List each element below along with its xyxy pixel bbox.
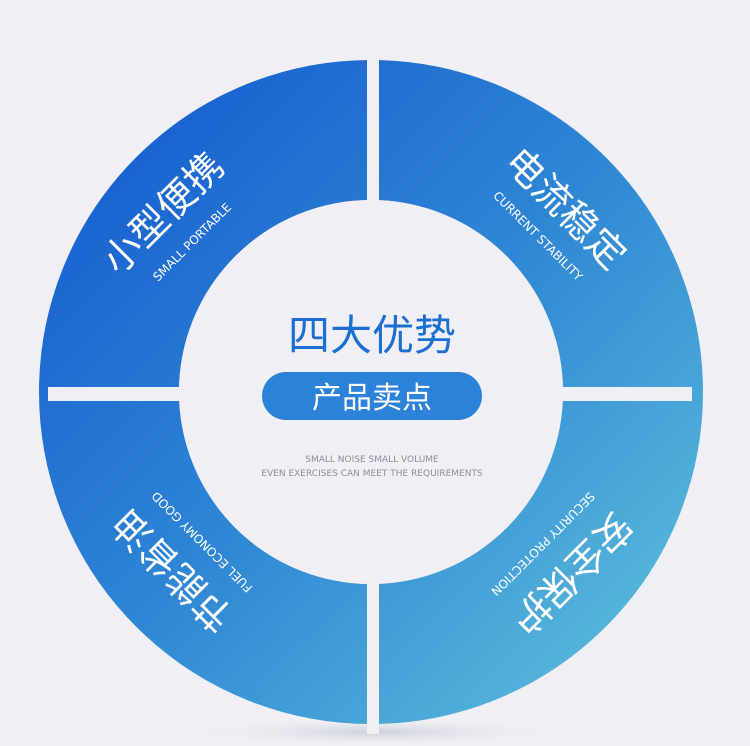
center-desc-line-2: EVEN EXERCISES CAN MEET THE REQUIREMENTS: [261, 469, 483, 479]
center-pill-label: 产品卖点: [312, 381, 432, 416]
divider-top: [367, 50, 379, 220]
center-pill: [262, 372, 482, 420]
divider-left: [48, 387, 220, 401]
divider-right: [520, 387, 692, 401]
divider-bottom: [367, 562, 379, 734]
center-desc-line-1: SMALL NOISE SMALL VOLUME: [305, 455, 439, 465]
center-title: 四大优势: [288, 311, 456, 360]
